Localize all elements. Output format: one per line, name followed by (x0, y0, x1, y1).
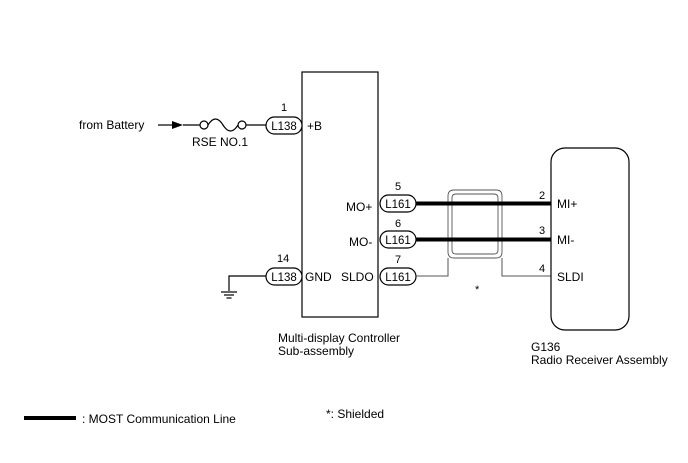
receiver-name: Radio Receiver Assembly (531, 353, 668, 367)
controller-pin-14-number: 14 (277, 253, 289, 265)
fuse-terminal-right (237, 120, 247, 130)
controller-name-line2: Sub-assembly (278, 344, 354, 358)
receiver-pin-2-number: 2 (539, 190, 545, 202)
fuse-terminal-left (199, 120, 209, 130)
receiver-pin-2-signal: MI+ (557, 197, 577, 211)
receiver-pin-4-signal: SLDI (557, 270, 584, 284)
receiver-box (550, 147, 630, 331)
shield-mark: * (475, 284, 480, 296)
connector-l138-top-label: L138 (271, 121, 297, 133)
connector-l161-pin6-label: L161 (385, 235, 411, 247)
legend-shielded-label: *: Shielded (326, 407, 384, 421)
receiver-pin-3-number: 3 (539, 225, 545, 237)
controller-pin-1-signal: +B (307, 119, 322, 133)
controller-pin-5-signal: MO+ (346, 200, 372, 214)
controller-pin-6-number: 6 (395, 218, 401, 230)
controller-name-line1: Multi-display Controller (278, 331, 400, 345)
legend-most-line-label: : MOST Communication Line (82, 412, 236, 426)
receiver-pin-4-number: 4 (539, 263, 545, 275)
controller-pin-5-number: 5 (395, 181, 401, 193)
controller-pin-1-number: 1 (281, 102, 287, 114)
sldo-drain-wire (416, 258, 449, 277)
ground-wire (228, 275, 266, 291)
connector-l138-bottom-label: L138 (271, 272, 297, 284)
shield-outline (447, 189, 503, 259)
controller-pin-7-number: 7 (395, 254, 401, 266)
fuse-label: RSE NO.1 (192, 135, 248, 149)
controller-pin-14-signal: GND (305, 270, 332, 284)
connector-l161-pin7-label: L161 (385, 272, 411, 284)
controller-pin-6-signal: MO- (349, 235, 372, 249)
controller-pin-7-signal: SLDO (341, 270, 374, 284)
receiver-code: G136 (531, 340, 561, 354)
connector-l138-top (265, 116, 303, 135)
battery-label: from Battery (79, 118, 144, 132)
connector-l161-pin5-label: L161 (385, 199, 411, 211)
battery-arrow-icon (172, 121, 183, 129)
sldi-drain-wire (501, 258, 555, 277)
receiver-pin-3-signal: MI- (557, 233, 574, 247)
controller-box (301, 71, 379, 318)
fuse-icon (207, 118, 239, 132)
ground-icon (221, 291, 237, 299)
